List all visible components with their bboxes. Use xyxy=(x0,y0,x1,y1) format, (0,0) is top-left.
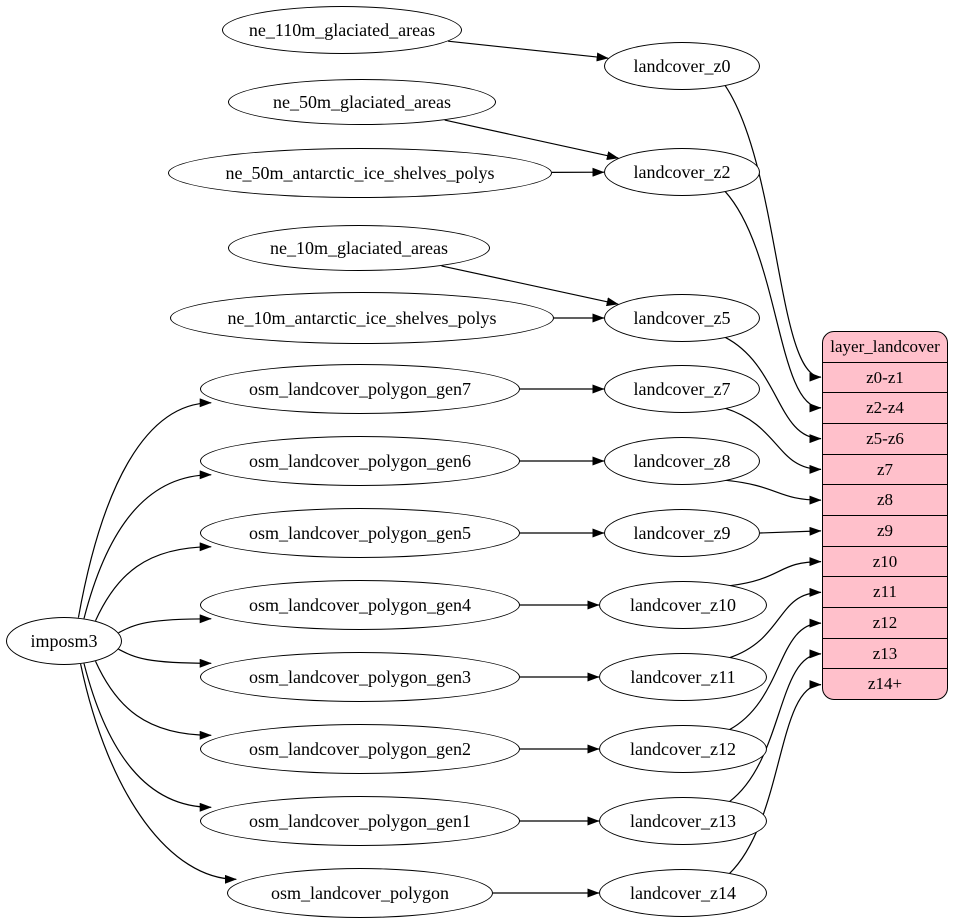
node-osm_landcover_polygon_gen6: osm_landcover_polygon_gen6 xyxy=(200,436,520,486)
record-row-z10: z10 xyxy=(823,545,947,577)
node-label: osm_landcover_polygon_gen6 xyxy=(249,450,471,471)
edge-imposm3-to-osm_landcover_polygon_gen3 xyxy=(118,648,212,668)
node-label: landcover_z10 xyxy=(630,594,736,615)
edge-ne_50m_glaciated_areas-to-landcover_z2 xyxy=(444,119,619,161)
record-row-z14+: z14+ xyxy=(823,668,947,699)
node-label: landcover_z8 xyxy=(633,450,731,471)
node-landcover_z11: landcover_z11 xyxy=(599,653,767,701)
node-label: landcover_z11 xyxy=(630,666,736,687)
edge-landcover_z9-to-row-z9 xyxy=(759,526,822,536)
node-landcover_z10: landcover_z10 xyxy=(599,581,767,629)
record-row-z13: z13 xyxy=(823,637,947,669)
node-label: ne_110m_glaciated_areas xyxy=(248,19,436,40)
node-landcover_z8: landcover_z8 xyxy=(604,437,760,485)
node-label: landcover_z2 xyxy=(633,161,731,182)
edge-landcover_z0-to-row-z0-z1 xyxy=(724,84,822,382)
edge-landcover_z5-to-row-z5-z6 xyxy=(724,336,822,444)
node-label: osm_landcover_polygon_gen5 xyxy=(249,522,471,543)
node-label: ne_10m_glaciated_areas xyxy=(270,237,448,258)
node-ne_10m_antarctic_ice_shelves_polys: ne_10m_antarctic_ice_shelves_polys xyxy=(170,292,554,344)
edge-landcover_z10-to-row-z10 xyxy=(729,557,822,587)
node-osm_landcover_polygon_gen3: osm_landcover_polygon_gen3 xyxy=(200,652,520,702)
record-row-z9: z9 xyxy=(823,515,947,546)
edge-imposm3-to-osm_landcover_polygon xyxy=(80,663,237,884)
node-osm_landcover_polygon_gen2: osm_landcover_polygon_gen2 xyxy=(200,724,520,774)
node-label: osm_landcover_polygon_gen7 xyxy=(249,378,471,399)
node-landcover_z2: landcover_z2 xyxy=(604,148,760,196)
edge-imposm3-to-osm_landcover_polygon_gen7 xyxy=(77,398,212,618)
record-row-z11: z11 xyxy=(823,576,947,607)
node-label: landcover_z12 xyxy=(630,738,736,759)
edge-imposm3-to-osm_landcover_polygon_gen6 xyxy=(83,470,212,619)
node-landcover_z9: landcover_z9 xyxy=(604,509,760,557)
node-label: landcover_z5 xyxy=(633,307,731,328)
node-label: ne_50m_antarctic_ice_shelves_polys xyxy=(225,162,495,183)
edge-landcover_z2-to-row-z2-z4 xyxy=(724,190,822,413)
record-row-z0-z1: z0-z1 xyxy=(823,361,947,393)
node-label: osm_landcover_polygon xyxy=(271,882,449,903)
node-landcover_z13: landcover_z13 xyxy=(599,797,767,845)
edge-landcover_z14-to-row-z14+ xyxy=(728,680,822,875)
node-label: osm_landcover_polygon_gen2 xyxy=(249,738,471,759)
node-label: osm_landcover_polygon_gen3 xyxy=(249,666,471,687)
record-row-z5-z6: z5-z6 xyxy=(823,423,947,454)
node-label: osm_landcover_polygon_gen1 xyxy=(249,810,471,831)
node-ne_50m_antarctic_ice_shelves_polys: ne_50m_antarctic_ice_shelves_polys xyxy=(168,148,552,198)
node-label: imposm3 xyxy=(30,630,98,651)
node-osm_landcover_polygon: osm_landcover_polygon xyxy=(227,868,493,918)
record-row-z12: z12 xyxy=(823,607,947,638)
node-ne_10m_glaciated_areas: ne_10m_glaciated_areas xyxy=(228,225,490,271)
node-landcover_z14: landcover_z14 xyxy=(599,869,767,917)
node-ne_110m_glaciated_areas: ne_110m_glaciated_areas xyxy=(222,6,462,54)
node-label: landcover_z13 xyxy=(630,810,736,831)
node-landcover_z7: landcover_z7 xyxy=(604,365,760,413)
edge-imposm3-to-osm_landcover_polygon_gen1 xyxy=(83,663,212,812)
node-landcover_z5: landcover_z5 xyxy=(604,294,760,342)
edge-landcover_z12-to-row-z12 xyxy=(728,618,822,731)
node-label: osm_landcover_polygon_gen4 xyxy=(249,594,471,615)
node-osm_landcover_polygon_gen1: osm_landcover_polygon_gen1 xyxy=(200,796,520,846)
edge-ne_110m_glaciated_areas-to-landcover_z0 xyxy=(448,40,609,62)
edge-ne_10m_glaciated_areas-to-landcover_z5 xyxy=(441,265,619,307)
edge-landcover_z11-to-row-z11 xyxy=(729,587,822,659)
node-osm_landcover_polygon_gen7: osm_landcover_polygon_gen7 xyxy=(200,364,520,414)
edge-landcover_z13-to-row-z13 xyxy=(728,649,822,803)
node-label: landcover_z14 xyxy=(630,882,736,903)
node-imposm3: imposm3 xyxy=(6,617,122,665)
node-ne_50m_glaciated_areas: ne_50m_glaciated_areas xyxy=(228,79,496,125)
node-osm_landcover_polygon_gen5: osm_landcover_polygon_gen5 xyxy=(200,508,520,558)
record-table-title: layer_landcover xyxy=(830,336,940,356)
edge-imposm3-to-osm_landcover_polygon_gen4 xyxy=(118,614,212,634)
node-label: landcover_z0 xyxy=(633,55,731,76)
node-label: ne_50m_glaciated_areas xyxy=(273,91,451,112)
edge-imposm3-to-osm_landcover_polygon_gen5 xyxy=(94,542,212,622)
node-label: landcover_z7 xyxy=(633,378,731,399)
record-row-z8: z8 xyxy=(823,484,947,515)
node-label: ne_10m_antarctic_ice_shelves_polys xyxy=(227,307,497,328)
node-osm_landcover_polygon_gen4: osm_landcover_polygon_gen4 xyxy=(200,580,520,630)
record-row-z7: z7 xyxy=(823,453,947,485)
edge-landcover_z7-to-row-z7 xyxy=(724,407,822,474)
node-label: landcover_z9 xyxy=(633,522,731,543)
edge-imposm3-to-osm_landcover_polygon_gen2 xyxy=(94,660,212,740)
edge-landcover_z8-to-row-z8 xyxy=(724,479,822,505)
node-landcover_z0: landcover_z0 xyxy=(604,42,760,90)
node-landcover_z12: landcover_z12 xyxy=(599,725,767,773)
record-row-z2-z4: z2-z4 xyxy=(823,392,947,423)
